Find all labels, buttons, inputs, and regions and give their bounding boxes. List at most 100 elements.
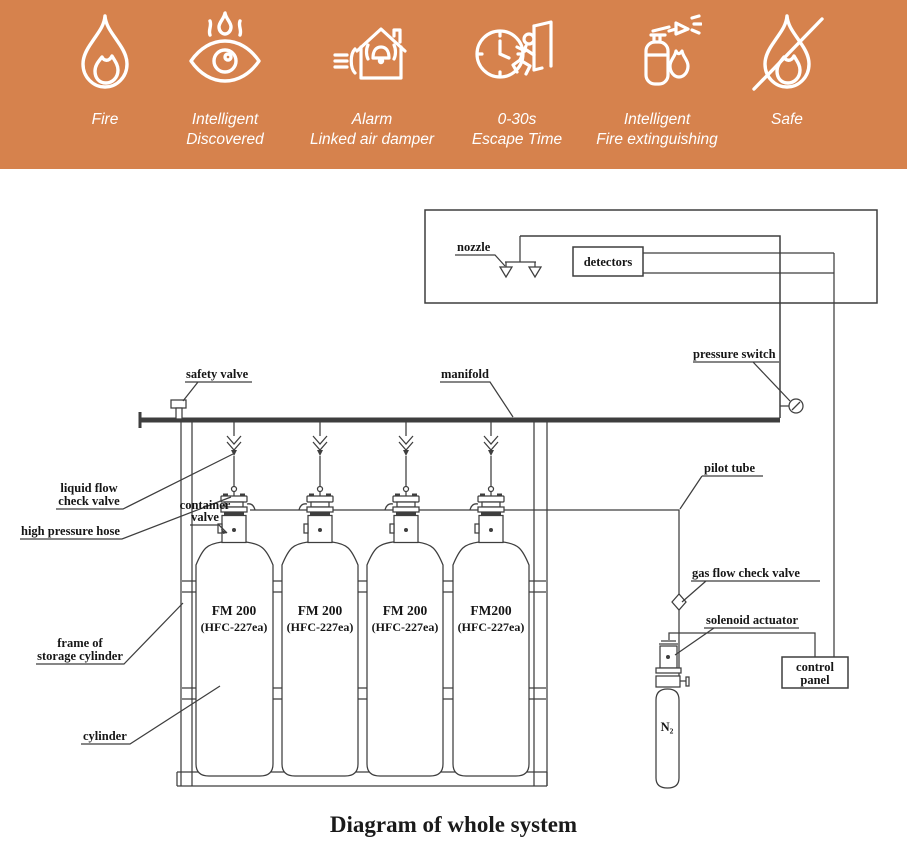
feature-banner: Fire Intelligent Discovered [0,0,907,169]
protected-room-outline [424,209,878,304]
banner-label-line: Intelligent [191,111,259,128]
discharge-pipe [520,235,781,418]
banner-item-fire-extinguishing: Intelligent Fire extinguishing [572,8,742,150]
manifold-label: manifold [440,367,514,418]
frame-of-storage-cylinder-label: frame of storage cylinder [36,602,184,665]
liquid-flow-check-valve-label: liquid flow check valve [56,453,234,510]
control-panel-box: control panel [781,656,849,689]
frame-cross-bars [182,580,546,700]
banner-label: Fire [20,110,190,130]
svg-text:cylinder: cylinder [83,729,127,743]
cylinder-1-name: FM 200 [212,603,257,618]
cylinder-3-agent: (HFC-227ea) [372,620,439,634]
svg-text:frame of: frame of [57,636,103,650]
cylinder-label: cylinder [81,685,221,745]
gas-flow-check-valve-symbol [671,593,687,611]
pressure-switch-symbol [780,398,804,414]
cylinder-1-agent: (HFC-227ea) [201,620,268,634]
nozzle-label: nozzle [455,240,506,267]
svg-text:solenoid actuator: solenoid actuator [706,613,798,627]
cylinder-2-agent: (HFC-227ea) [287,620,354,634]
solenoid-actuator-symbol [655,640,682,674]
high-pressure-hose-label: high pressure hose [20,496,232,540]
cylinder-2 [281,541,359,777]
banner-label-line: 0-30s [497,111,537,128]
banner-label: Alarm Linked air damper [287,110,457,150]
control-panel-label-line1: control [796,660,834,674]
manifold-pipe [138,412,780,428]
manifold-drop-lines [226,422,499,481]
banner-label-line: Escape Time [471,131,563,148]
n2-label: N₂ [661,720,674,734]
banner-label-line: Alarm [351,111,393,128]
liquid-flow-check-valve-symbol-3 [398,435,414,457]
diagram-caption: Diagram of whole system [329,812,578,837]
detectors-label: detectors [584,255,633,269]
banner-label: Safe [702,110,872,130]
container-valve-label: container valve [180,498,231,534]
banner-label: Intelligent Discovered [140,110,310,150]
cylinder-4-name: FM200 [470,603,511,618]
svg-text:valve: valve [191,510,219,524]
svg-text:manifold: manifold [441,367,489,381]
container-valve-symbol-2 [303,480,334,544]
flame-icon [81,14,129,89]
banner-item-escape-time: 0-30s Escape Time [432,8,602,150]
fire-extinguisher-icon [644,14,702,86]
gas-flow-check-valve-label: gas flow check valve [681,566,820,603]
banner-label-line: Discovered [186,131,264,148]
detectors-box: detectors [572,246,644,277]
banner-label-line: Safe [771,111,803,128]
house-alarm-icon [333,27,407,80]
no-fire-icon [752,14,824,91]
n2-cylinder: N₂ [655,688,680,789]
eye-flame-icon [189,11,261,83]
liquid-flow-check-valve-symbol-1 [226,435,242,457]
cylinder-1 [195,541,274,777]
cylinder-3 [366,541,444,777]
pressure-switch-label: pressure switch [693,347,791,402]
liquid-flow-check-valve-symbol-2 [312,435,328,457]
banner-label-line: Linked air damper [309,131,435,148]
pilot-tube-label: pilot tube [679,461,763,510]
svg-text:storage cylinder: storage cylinder [37,649,123,663]
banner-label-line: Fire [91,111,119,128]
solenoid-actuator-label: solenoid actuator [674,613,799,656]
detector-wires [643,252,834,274]
cylinder-4-agent: (HFC-227ea) [458,620,525,634]
escape-time-icon [475,20,553,79]
banner-label: Intelligent Fire extinguishing [572,110,742,150]
safety-valve-symbol [170,399,187,420]
svg-text:gas flow check valve: gas flow check valve [692,566,800,580]
banner-item-alarm-damper: Alarm Linked air damper [287,8,457,150]
svg-text:pressure switch: pressure switch [693,347,776,361]
safety-valve-label: safety valve [182,367,252,402]
control-panel-label-line2: panel [800,673,830,687]
container-valves [217,480,505,544]
control-wires [668,253,835,657]
banner-item-fire: Fire [20,8,190,130]
banner-item-intelligent-discovered: Intelligent Discovered [140,8,310,150]
svg-text:safety valve: safety valve [186,367,249,381]
liquid-flow-check-valve-symbol-4 [483,435,499,457]
storage-cylinders: FM 200 (HFC-227ea) FM 200 (HFC-227ea) FM… [195,541,530,777]
svg-text:nozzle: nozzle [457,240,491,254]
svg-text:high pressure hose: high pressure hose [21,524,120,538]
container-valve-symbol-4 [474,480,505,544]
banner-label: 0-30s Escape Time [432,110,602,150]
system-diagram: FM 200 (HFC-227ea) FM 200 (HFC-227ea) FM… [0,169,907,852]
nozzle-symbols [498,236,543,279]
diagram-svg: FM 200 (HFC-227ea) FM 200 (HFC-227ea) FM… [20,209,878,789]
banner-item-safe: Safe [702,8,872,130]
cylinder-3-name: FM 200 [383,603,428,618]
frame-bottom-bar [176,771,548,787]
svg-text:pilot tube: pilot tube [704,461,756,475]
svg-text:container: container [180,498,231,512]
svg-text:liquid flow: liquid flow [60,481,117,495]
frame-rails [180,421,548,786]
cylinder-2-name: FM 200 [298,603,343,618]
n2-cylinder-valve [655,675,690,688]
cylinder-4 [452,541,530,777]
container-valve-symbol-3 [389,480,420,544]
